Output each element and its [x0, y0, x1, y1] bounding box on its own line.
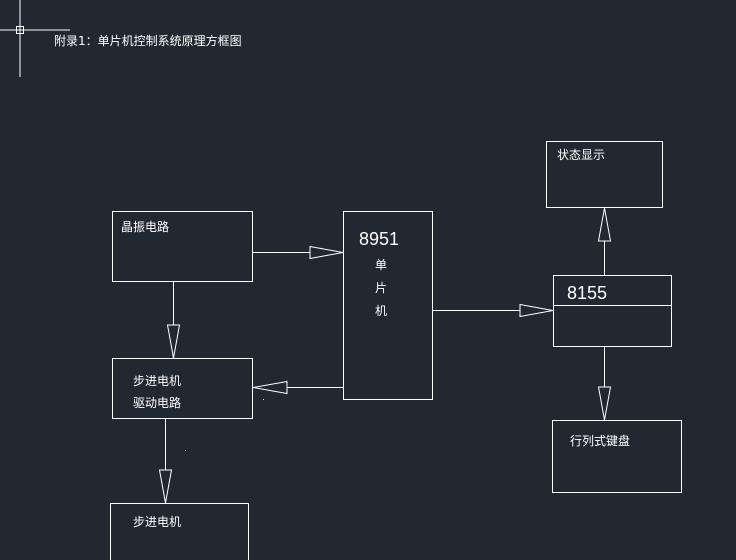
arrow-crystal-to-mcu [253, 245, 344, 260]
matrix-keyboard-label: 行列式键盘 [570, 434, 631, 448]
matrix-keyboard-box [552, 420, 682, 493]
mcu-name-label: 单片机 [374, 258, 387, 318]
stray-point [263, 399, 264, 400]
status-display-label: 状态显示 [557, 148, 606, 162]
driver-label-line1: 步进电机 [133, 374, 182, 388]
arrow-driver-to-motor [158, 419, 173, 504]
ppi-8155-label: 8155 [567, 283, 608, 303]
arrow-8155-to-keyboard [597, 347, 612, 421]
driver-label-line2: 驱动电路 [133, 396, 182, 410]
stepper-motor-label: 步进电机 [133, 515, 182, 529]
stray-point [185, 450, 186, 451]
diagram-title: 附录1：单片机控制系统原理方框图 [54, 34, 242, 48]
status-display-box [546, 141, 663, 208]
stepper-motor-box [110, 503, 249, 560]
cad-crosshair-cursor [0, 0, 70, 77]
arrow-mcu-to-driver [252, 380, 343, 395]
mcu-box [343, 211, 433, 400]
crystal-circuit-box [112, 211, 253, 282]
arrow-mcu-to-8155 [433, 303, 554, 318]
crystal-circuit-label: 晶振电路 [121, 220, 170, 234]
mcu-model-label: 8951 [359, 229, 400, 249]
arrow-8155-to-status [597, 207, 612, 275]
stepper-driver-box [112, 358, 253, 419]
ppi-8155-box [553, 275, 672, 347]
arrow-crystal-to-driver [166, 282, 181, 359]
